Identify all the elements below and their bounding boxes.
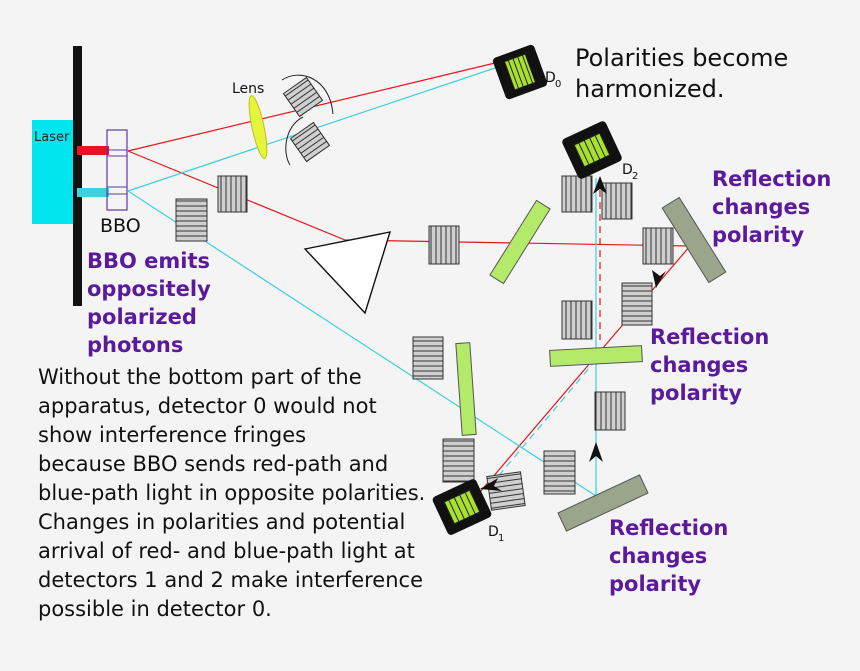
polarizer-rotating-lower — [289, 121, 331, 163]
beam-splitter-middle — [549, 345, 643, 367]
note-line: polarity — [609, 572, 701, 596]
detector-d2-subscript: 2 — [632, 171, 638, 182]
explanation-line: possible in detector 0. — [38, 597, 272, 621]
explanation-line: Changes in polarities and potential — [38, 510, 405, 534]
explanation-line: because BBO sends red-path and — [38, 452, 388, 476]
laser-blue-beam-port — [77, 188, 109, 197]
note-line: photons — [87, 333, 183, 357]
note-line: oppositely — [87, 277, 211, 301]
polarizer — [486, 471, 526, 511]
detector-d1-label: D — [488, 524, 499, 540]
blue-dashed-return — [489, 359, 597, 487]
polarizer — [442, 438, 475, 483]
laser-body — [32, 120, 77, 224]
polarizer — [175, 198, 208, 242]
rotation-arrow-lower — [285, 116, 304, 166]
polarizer — [561, 175, 593, 213]
explanation-line: blue-path light in opposite polarities. — [38, 481, 425, 505]
note-line: BBO emits — [87, 249, 210, 273]
explanation-line: Without the bottom part of the — [38, 365, 362, 389]
polarizer — [412, 336, 444, 380]
explanation-line: apparatus, detector 0 would not — [38, 394, 377, 418]
laser-red-beam-port — [77, 146, 109, 155]
prism — [303, 231, 392, 315]
detector-d0-subscript: 0 — [555, 79, 561, 90]
arrowhead-up-lower — [589, 442, 603, 462]
polarizer — [543, 450, 576, 495]
arrowhead-up-upper — [593, 176, 607, 194]
explanation-line: detectors 1 and 2 make interference — [38, 568, 423, 592]
polarizer — [642, 227, 674, 265]
note-line: Polarities become — [575, 44, 788, 72]
explanation-paragraph: Without the bottom part of the apparatus… — [38, 365, 425, 621]
aperture-plate — [73, 46, 82, 306]
polarizer — [561, 300, 593, 340]
note-line: Reflection — [650, 325, 769, 349]
bbo-label: BBO — [100, 215, 141, 237]
note-line: Reflection — [609, 516, 728, 540]
beam-splitter-lower-left — [455, 342, 477, 436]
laser-label: Laser — [34, 130, 70, 145]
note-line: changes — [609, 544, 707, 568]
note-line: polarized — [87, 305, 197, 329]
detector-d1 — [432, 479, 492, 535]
bbo-crystal — [106, 129, 128, 211]
note-line: polarity — [712, 223, 804, 247]
detector-d0-label: D — [545, 70, 556, 86]
explanation-line: arrival of red- and blue-path light at — [38, 539, 415, 563]
polarizer — [621, 282, 653, 326]
beam-splitter-upper — [489, 199, 551, 285]
detector-d2-label: D — [622, 162, 633, 178]
mirror-lower — [557, 474, 649, 532]
note-reflection-upper-right: Reflection changes polarity — [712, 167, 831, 247]
polarizer — [594, 391, 626, 431]
note-reflection-lower: Reflection changes polarity — [609, 516, 728, 596]
note-line: polarity — [650, 381, 742, 405]
note-line: harmonized. — [575, 75, 725, 103]
note-line: Reflection — [712, 167, 831, 191]
polarizer — [428, 225, 460, 265]
detector-d2 — [562, 121, 622, 179]
mirror-upper-right — [661, 196, 727, 284]
polarizer-rotating-upper — [282, 76, 324, 118]
polarizer — [217, 175, 248, 213]
note-bbo-emits: BBO emits oppositely polarized photons — [87, 249, 211, 357]
note-reflection-middle: Reflection changes polarity — [650, 325, 769, 405]
polarizer — [601, 182, 633, 220]
lens-shape — [248, 95, 268, 159]
arrowhead-down-right — [652, 270, 666, 288]
detector-d1-subscript: 1 — [498, 533, 504, 544]
rotation-arrow-upper — [281, 74, 334, 115]
note-line: changes — [712, 195, 810, 219]
lens-label: Lens — [232, 81, 264, 97]
note-polarities-harmonized: Polarities become harmonized. — [575, 44, 788, 103]
note-line: changes — [650, 353, 748, 377]
arrowhead-left-lower — [480, 478, 502, 491]
detector-d0 — [492, 44, 548, 100]
explanation-line: show interference fringes — [38, 423, 306, 447]
